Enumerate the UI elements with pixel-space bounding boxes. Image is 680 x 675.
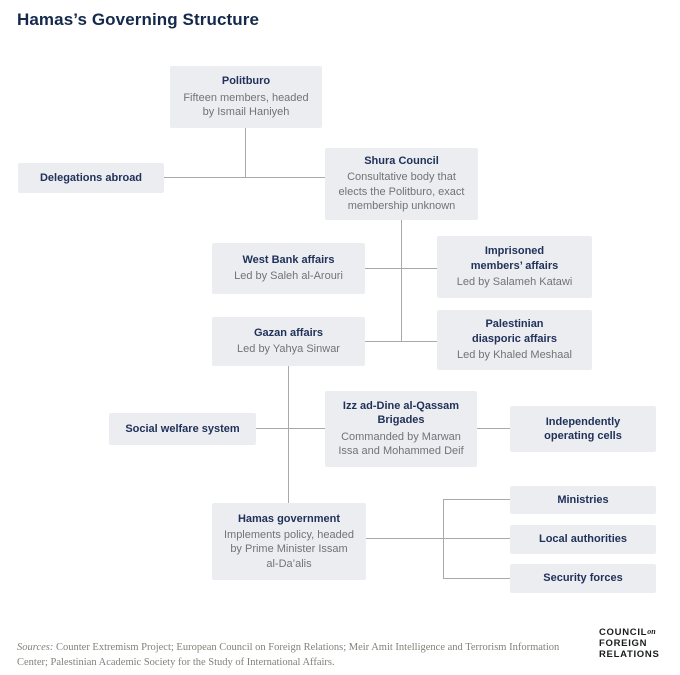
connector-gazan-diasporic: [365, 341, 437, 342]
connector-qassam-cells: [477, 428, 510, 429]
node-west-bank-affairs: West Bank affairs Led by Saleh al-Arouri: [212, 243, 365, 294]
node-title: Delegations abroad: [39, 171, 143, 184]
connector-shura-down: [401, 220, 402, 342]
logo-council: COUNCIL: [599, 627, 648, 638]
connector-securityforces-stub: [443, 578, 510, 579]
node-title: Local authorities: [538, 533, 628, 546]
page-title: Hamas’s Governing Structure: [17, 10, 260, 29]
logo-line-1: COUNCILon: [599, 627, 659, 638]
node-subtitle: Fifteen members, headed by Ismail Haniye…: [183, 91, 309, 119]
node-subtitle: Consultative body that elects the Politb…: [338, 171, 465, 213]
node-hamas-government: Hamas government Implements policy, head…: [212, 503, 366, 580]
connector-ministries-stub: [443, 499, 510, 500]
node-shura-council: Shura Council Consultative body that ele…: [325, 148, 478, 220]
node-title: Palestinian diasporic affairs: [472, 318, 557, 345]
node-title: Gazan affairs: [253, 327, 324, 340]
node-politburo: Politburo Fifteen members, headed by Ism…: [170, 66, 322, 128]
connector-hamasgov-localauthorities: [366, 538, 510, 539]
connector-government-branches-vertical: [443, 499, 444, 579]
node-subtitle: Led by Saleh al-Arouri: [234, 270, 343, 283]
connector-delegations-shura: [164, 177, 325, 178]
connector-socialwelfare-qassam: [256, 428, 325, 429]
node-title: Imprisoned members’ affairs: [470, 245, 559, 272]
node-subtitle: Commanded by Marwan Issa and Mohammed De…: [338, 430, 464, 458]
sources-note: Sources: Counter Extremism Project; Euro…: [17, 640, 583, 670]
cfr-logo: COUNCILon FOREIGN RELATIONS: [599, 627, 659, 661]
node-title: Hamas government: [237, 512, 341, 525]
logo-on: on: [647, 627, 656, 636]
connector-westbank-imprisoned: [365, 268, 437, 269]
node-social-welfare-system: Social welfare system: [109, 413, 256, 445]
node-title: Social welfare system: [125, 422, 240, 435]
node-local-authorities: Local authorities: [510, 525, 656, 554]
node-security-forces: Security forces: [510, 564, 656, 593]
node-title: Independently operating cells: [544, 415, 622, 442]
logo-line-2: FOREIGN: [599, 638, 648, 650]
node-title: Ministries: [557, 493, 609, 506]
node-gazan-affairs: Gazan affairs Led by Yahya Sinwar: [212, 317, 365, 366]
node-subtitle: Led by Yahya Sinwar: [237, 343, 340, 356]
node-imprisoned-members-affairs: Imprisoned members’ affairs Led by Salam…: [437, 236, 592, 298]
sources-label: Sources:: [17, 641, 54, 653]
node-subtitle: Led by Khaled Meshaal: [457, 349, 572, 362]
connector-gazan-hamasgov: [288, 366, 289, 503]
sources-text: Counter Extremism Project; European Coun…: [17, 641, 560, 668]
node-title: West Bank affairs: [242, 254, 335, 267]
node-subtitle: Led by Salameh Katawi: [456, 276, 573, 289]
node-subtitle: Implements policy, headed by Prime Minis…: [223, 528, 355, 570]
node-title: Politburo: [221, 75, 271, 88]
node-ministries: Ministries: [510, 486, 656, 514]
connector-politburo-down: [245, 128, 246, 178]
node-delegations-abroad: Delegations abroad: [18, 163, 164, 193]
node-title: Izz ad-Dine al-Qassam Brigades: [342, 400, 460, 427]
logo-line-3: RELATIONS: [599, 649, 660, 661]
node-palestinian-diasporic-affairs: Palestinian diasporic affairs Led by Kha…: [437, 310, 592, 370]
node-independently-operating-cells: Independently operating cells: [510, 406, 656, 452]
node-qassam-brigades: Izz ad-Dine al-Qassam Brigades Commanded…: [325, 391, 477, 467]
node-title: Security forces: [543, 572, 623, 585]
node-title: Shura Council: [364, 155, 439, 168]
